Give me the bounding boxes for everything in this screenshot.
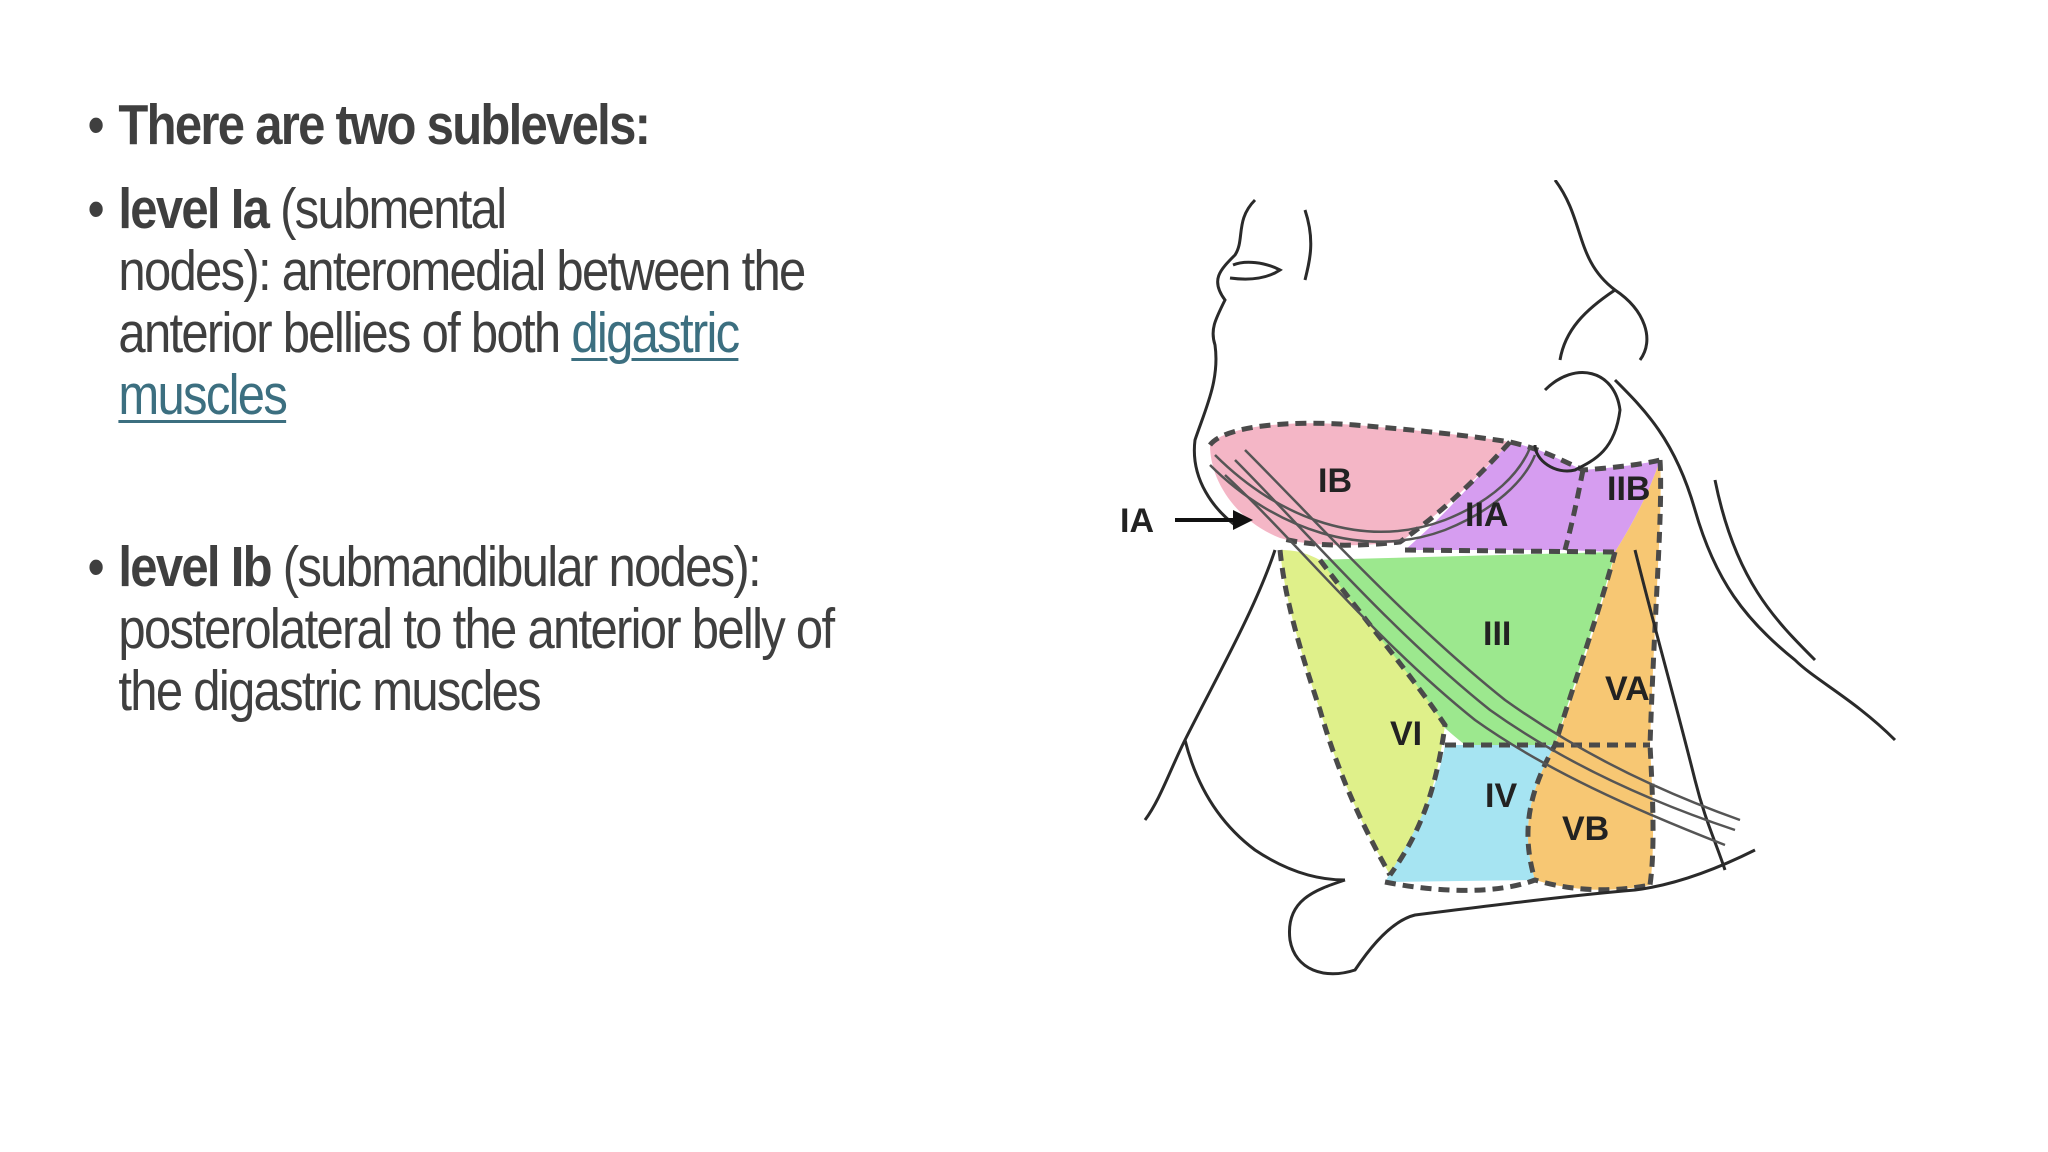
neck-diagram-svg: IA IB IIA IIB III VA VI IV VB [1115, 180, 1905, 1010]
bullet-level-ib: level Ib (submandibular nodes): posterol… [84, 536, 875, 722]
bullet-sublevels: There are two sublevels: [84, 94, 875, 156]
bullet-list: There are two sublevels: level Ia (subme… [84, 94, 1004, 722]
label-iv: IV [1485, 777, 1517, 815]
level-ia-text-a: (submental [268, 177, 505, 241]
label-vi: VI [1390, 715, 1422, 753]
level-ib-term: level Ib [118, 535, 270, 599]
label-va: VA [1605, 670, 1650, 708]
label-iii: III [1483, 615, 1511, 653]
label-ia: IA [1120, 502, 1154, 540]
label-vb: VB [1562, 810, 1609, 848]
label-ib: IB [1318, 462, 1352, 500]
label-iia: IIA [1465, 496, 1508, 534]
label-iib: IIB [1607, 470, 1650, 508]
neck-lymph-node-levels-diagram: IA IB IIA IIB III VA VI IV VB [1115, 180, 1905, 1010]
sublevels-heading: There are two sublevels: [118, 93, 649, 157]
bullet-level-ia: level Ia (submental nodes): anteromedial… [84, 178, 875, 426]
level-ia-term: level Ia [118, 177, 268, 241]
